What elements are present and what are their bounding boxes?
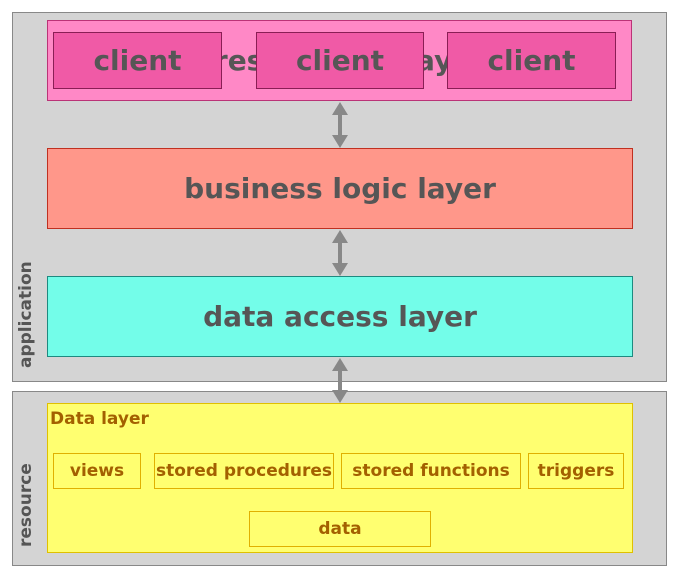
data-layer [47, 403, 633, 553]
component-views-label: views [69, 461, 125, 481]
double-arrow-icon [332, 230, 348, 276]
component-stored-procedures: stored procedures [154, 453, 334, 489]
component-stored-procedures-label: stored procedures [155, 461, 333, 481]
client-box-3: client [447, 32, 616, 89]
client-box-2: client [256, 32, 424, 89]
component-stored-functions-label: stored functions [352, 461, 510, 481]
client-label: client [295, 44, 385, 77]
component-triggers: triggers [528, 453, 624, 489]
component-data: data [249, 511, 431, 547]
business-logic-layer: business logic layer [47, 148, 633, 229]
client-label: client [93, 44, 182, 77]
client-box-1: client [53, 32, 222, 89]
component-views: views [53, 453, 141, 489]
data-access-layer: data access layer [47, 276, 633, 357]
double-arrow-icon [332, 102, 348, 148]
client-label: client [487, 44, 576, 77]
component-data-label: data [318, 519, 362, 539]
double-arrow-icon [332, 358, 348, 403]
component-triggers-label: triggers [537, 461, 615, 481]
data-layer-title: Data layer [50, 409, 149, 429]
business-logic-label: business logic layer [184, 172, 496, 205]
data-access-label: data access layer [203, 300, 477, 333]
component-stored-functions: stored functions [341, 453, 521, 489]
